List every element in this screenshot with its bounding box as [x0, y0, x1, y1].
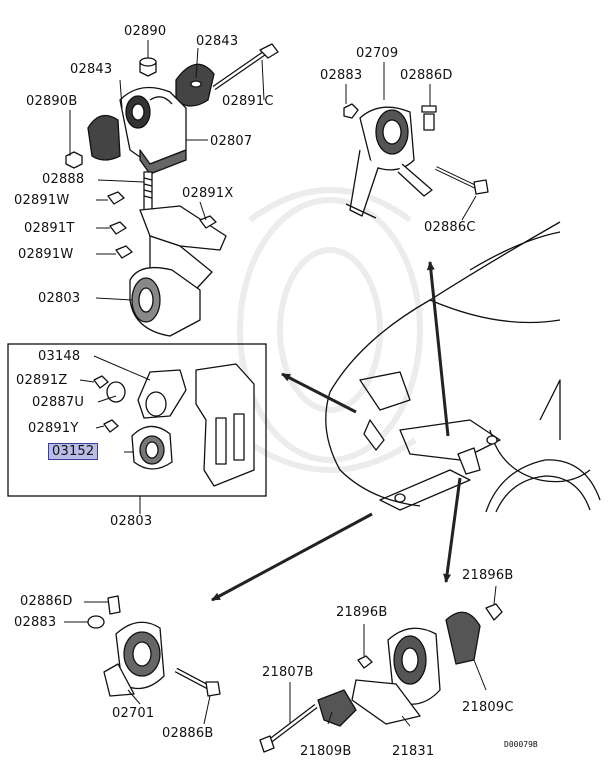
label-21809C: 21809C — [462, 700, 514, 715]
mount-upper-right — [343, 103, 489, 219]
label-02709: 02709 — [356, 46, 399, 61]
leader-lines — [64, 40, 497, 727]
label-02890: 02890 — [124, 24, 167, 39]
mount-lower-left — [87, 595, 221, 697]
label-02886C: 02886C — [424, 220, 476, 235]
label-02887U: 02887U — [32, 395, 85, 410]
label-21809B: 21809B — [300, 744, 352, 759]
label-02891W-a: 02891W — [14, 193, 70, 208]
label-21896B-mid: 21896B — [336, 605, 388, 620]
label-02883-right: 02883 — [320, 68, 363, 83]
label-02891C: 02891C — [222, 94, 274, 109]
label-02807: 02807 — [210, 134, 253, 149]
label-02803-upper: 02803 — [38, 291, 81, 306]
label-21896B-right: 21896B — [462, 568, 514, 583]
label-02886B: 02886B — [162, 726, 214, 741]
mount-lower-right — [259, 603, 503, 753]
label-21807B: 21807B — [262, 665, 314, 680]
mount-upper-left — [65, 43, 279, 337]
watermark — [237, 187, 423, 473]
label-02843-top: 02843 — [196, 34, 239, 49]
label-02891X: 02891X — [182, 186, 234, 201]
label-02891Z: 02891Z — [16, 373, 68, 388]
label-02891Y: 02891Y — [28, 421, 79, 436]
label-03152-highlighted: 03152 — [48, 443, 99, 460]
label-02883-left: 02883 — [14, 615, 57, 630]
label-02886D-left: 02886D — [20, 594, 73, 609]
label-02891W-b: 02891W — [18, 247, 74, 262]
label-02701: 02701 — [112, 706, 155, 721]
detail-box — [7, 343, 267, 497]
mount-detail-parts — [93, 363, 255, 487]
label-03148: 03148 — [38, 349, 81, 364]
label-02891T: 02891T — [24, 221, 75, 236]
label-02886D-right: 02886D — [400, 68, 453, 83]
callout-arrows — [211, 261, 462, 602]
label-21831: 21831 — [392, 744, 435, 759]
label-02803-lower: 02803 — [110, 514, 153, 529]
label-02890B: 02890B — [26, 94, 78, 109]
label-02843-left: 02843 — [70, 62, 113, 77]
label-02888: 02888 — [42, 172, 85, 187]
vehicle-front-outline — [325, 221, 601, 513]
diagram-code: D00079B — [504, 740, 538, 749]
